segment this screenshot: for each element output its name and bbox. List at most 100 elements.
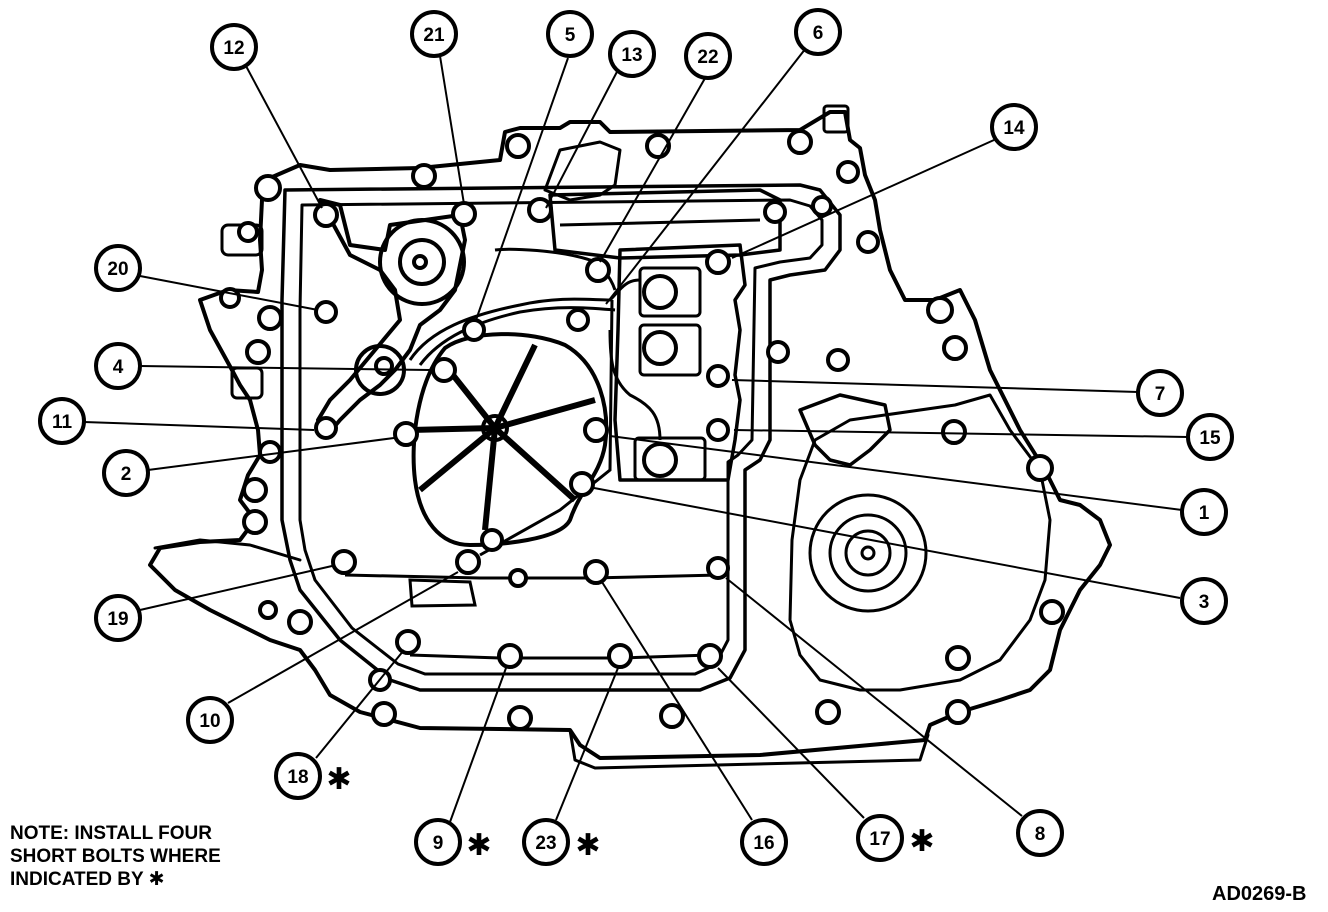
case-outline [148, 110, 1112, 760]
callouts: 1 2 3 4 5 6 7 8 9 10 11 12 13 14 15 16 1… [38, 8, 1234, 866]
note-line-3: INDICATED BY ✱ [10, 869, 165, 890]
leader-13 [545, 65, 621, 209]
callout-label: 9 [433, 833, 444, 854]
callout-label: 17 [869, 829, 890, 850]
callout-label: 8 [1035, 824, 1046, 845]
callout-label: 1 [1199, 503, 1210, 524]
callout-1: 1 [1180, 488, 1228, 536]
callout-label: 16 [753, 833, 774, 854]
callout-label: 14 [1003, 118, 1025, 139]
leader-8 [725, 577, 1023, 817]
leader-lines [83, 47, 1189, 823]
callout-16: 16 [740, 818, 788, 866]
callout-label: 12 [223, 38, 244, 59]
callout-label: 11 [52, 412, 73, 433]
solenoid-port-2 [642, 330, 678, 366]
callout-13: 13 [608, 30, 656, 78]
callout-label: 21 [423, 25, 445, 46]
callout-2: 2 [102, 449, 150, 497]
solenoid-body-1 [638, 266, 702, 318]
gasket-rail-inner [298, 198, 824, 676]
callout-label: 10 [199, 711, 220, 732]
leader-21 [439, 55, 465, 205]
callout-8: 8 [1016, 809, 1064, 857]
callout-label: 23 [535, 833, 556, 854]
callout-15: 15 [1186, 413, 1234, 461]
leader-17 [717, 667, 865, 819]
pump-center [481, 414, 509, 442]
callout-label: 4 [113, 357, 124, 378]
callout-17: 17 [856, 814, 904, 862]
note-line-2: SHORT BOLTS WHERE [10, 846, 221, 867]
channel-divider [559, 218, 761, 227]
channel-box [548, 188, 782, 260]
leader-19 [139, 565, 333, 611]
accumulator-assembly [316, 198, 641, 547]
connector-block [798, 393, 892, 467]
callout-20: 20 [94, 244, 142, 292]
accumulator-piston-outer [378, 218, 466, 306]
callout-14: 14 [990, 103, 1038, 151]
callout-label: 5 [565, 25, 576, 46]
callout-9: 9 [414, 818, 462, 866]
solenoid-port-1 [642, 274, 678, 310]
callout-5: 5 [546, 10, 594, 58]
pump-plate [411, 332, 609, 547]
solenoid-frame [613, 243, 747, 482]
leader-7 [731, 379, 1139, 393]
converter-ring-outer [808, 493, 928, 613]
callout-22: 22 [684, 32, 732, 80]
callout-label: 13 [621, 45, 642, 66]
callout-21: 21 [410, 10, 458, 58]
note-line-1: NOTE: INSTALL FOUR [10, 823, 212, 844]
leader-6 [605, 47, 807, 305]
converter-housing [788, 393, 1052, 692]
leader-16 [601, 581, 753, 821]
top-bracket [543, 140, 622, 202]
accumulator-piston-inner [398, 238, 446, 286]
accumulator-arm [316, 198, 467, 434]
short-bolt-asterisk-18: ✱ [326, 762, 351, 797]
callout-23: 23 [522, 818, 570, 866]
channel-line-b [409, 653, 711, 660]
leader-10 [227, 571, 459, 704]
callout-label: 19 [107, 609, 128, 630]
short-bolt-markers: ✱ ✱ ✱ ✱ [326, 762, 934, 863]
leader-23 [555, 667, 619, 821]
figure-id: AD0269-B [1212, 883, 1307, 905]
callout-10: 10 [186, 696, 234, 744]
callout-label: 15 [1199, 428, 1221, 449]
solenoid-body-2 [638, 323, 702, 377]
short-bolt-asterisk-17: ✱ [909, 824, 934, 859]
pan-lip [568, 728, 930, 770]
callout-label: 22 [697, 47, 718, 68]
bolt-holes [219, 129, 1065, 731]
solenoid-block [548, 188, 892, 482]
converter-ring-mid [828, 513, 908, 593]
install-note: NOTE: INSTALL FOUR SHORT BOLTS WHERE IND… [10, 822, 221, 891]
solenoid-port-3 [642, 442, 678, 478]
callout-label: 20 [107, 259, 128, 280]
leader-3 [593, 487, 1181, 599]
callout-4: 4 [94, 342, 142, 390]
callout-label: 18 [287, 767, 308, 788]
solenoid-body-3 [633, 436, 707, 482]
fluid-tube-lower [418, 306, 616, 366]
converter-ring-inner [844, 529, 892, 577]
leader-18 [315, 649, 405, 759]
callout-label: 7 [1155, 384, 1166, 405]
callout-19: 19 [94, 594, 142, 642]
channel-line-a [344, 573, 721, 580]
leader-11 [83, 421, 315, 431]
short-bolt-asterisk-9: ✱ [466, 828, 491, 863]
callout-label: 3 [1199, 592, 1210, 613]
leader-9 [449, 667, 507, 823]
top-stub [822, 104, 850, 134]
callout-6: 6 [794, 8, 842, 56]
callout-label: 2 [121, 464, 132, 485]
converter-hub [860, 545, 876, 561]
leader-12 [245, 65, 323, 209]
left-flange [153, 538, 302, 562]
leader-15 [733, 429, 1189, 438]
